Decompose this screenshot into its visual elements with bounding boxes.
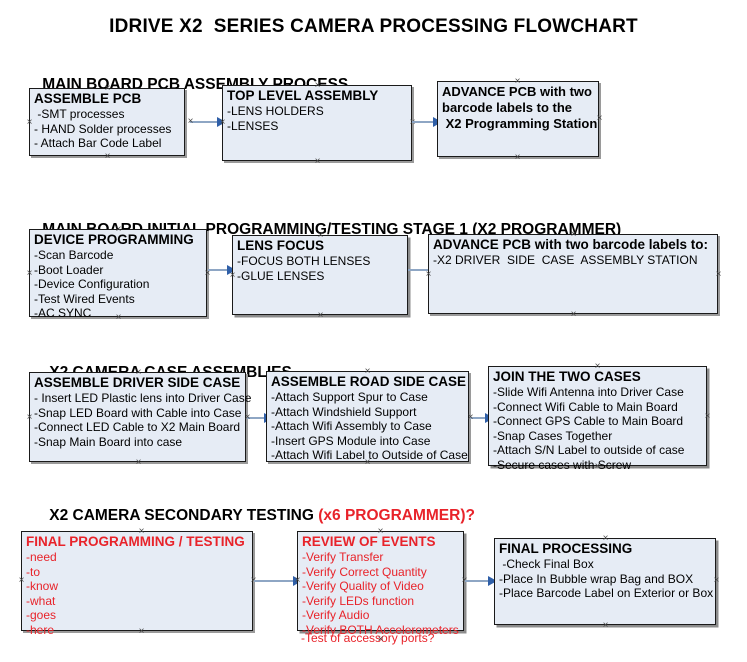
box-line: -Snap Cases Together — [493, 428, 613, 443]
box-assemble-driver-side-case[interactable]: ASSEMBLE DRIVER SIDE CASE - Insert LED P… — [29, 372, 252, 462]
box-line: -Connect LED Cable to X2 Main Board — [34, 420, 241, 434]
section-heading-suffix: (x6 PROGRAMMER)? — [318, 507, 475, 524]
box-line: -SMT processes — [34, 107, 125, 121]
box-line: -Attach Wifi Assembly to Case — [271, 419, 432, 433]
box-line: -goes — [26, 608, 57, 622]
box-line: -to — [26, 564, 41, 579]
box-device-programming[interactable]: DEVICE PROGRAMMING -Scan Barcode -Boot L… — [29, 229, 207, 320]
box-line: -Check Final Box — [499, 557, 594, 571]
box-join-the-two-cases[interactable]: JOIN THE TWO CASES -Slide Wifi Antenna i… — [488, 366, 707, 472]
box-review-of-events[interactable]: REVIEW OF EVENTS -Verify Transfer -Verif… — [297, 531, 464, 637]
box-line: -Insert GPS Module into Case — [271, 433, 431, 448]
box-top-level-assembly[interactable]: TOP LEVEL ASSEMBLY -LENS HOLDERS -LENSES — [222, 85, 412, 161]
box-title: ASSEMBLE PCB — [34, 91, 142, 106]
box-line: -need — [26, 550, 57, 564]
box-line: -GLUE LENSES — [237, 268, 325, 283]
box-lens-focus[interactable]: LENS FOCUS -FOCUS BOTH LENSES -GLUE LENS… — [232, 235, 408, 315]
box-line: -Connect GPS Cable to Main Board — [493, 414, 684, 428]
box-title: JOIN THE TWO CASES — [493, 369, 641, 384]
connector-arrow — [208, 265, 236, 275]
box-line: - Attach Bar Code Label — [34, 136, 162, 150]
box-line: -Scan Barcode — [34, 248, 114, 262]
box-line: - HAND Solder processes — [34, 121, 172, 136]
box-line: X2 Programming Station — [442, 116, 598, 131]
box-line: -Place In Bubble wrap Bag and BOX — [499, 571, 694, 586]
box-line: -Place Barcode Label on Exterior or Box — [499, 586, 714, 600]
box-title: TOP LEVEL ASSEMBLY — [227, 88, 379, 103]
box-assemble-road-side-case[interactable]: ASSEMBLE ROAD SIDE CASE -Attach Support … — [266, 371, 469, 462]
box-title: LENS FOCUS — [237, 238, 325, 253]
section-heading-text: X2 CAMERA SECONDARY TESTING — [49, 507, 319, 524]
box-line: barcode labels to the — [442, 100, 573, 115]
box-line: - Insert LED Plastic lens into Driver Ca… — [34, 391, 252, 405]
box-title: ASSEMBLE ROAD SIDE CASE — [271, 374, 467, 389]
box-title: ADVANCE PCB with two barcode labels to: — [433, 237, 709, 252]
box-title: FINAL PROCESSING — [499, 541, 633, 556]
box-title: DEVICE PROGRAMMING — [34, 232, 194, 247]
box-line: -know — [26, 579, 59, 593]
box-line: -Snap LED Board with Cable into Case — [34, 405, 242, 420]
box-line: -LENSES — [227, 118, 279, 133]
box-line: -X2 DRIVER SIDE CASE ASSEMBLY STATION — [433, 253, 698, 267]
box-line: -Attach S/N Label to outside of case — [493, 443, 685, 457]
connector-arrow — [190, 117, 226, 127]
box-line: -Verify Transfer — [302, 550, 384, 564]
box-line: -Attach Wifi Label to Outside of Case — [271, 448, 468, 462]
box-line: -Snap Main Board into case — [34, 434, 183, 449]
box-line: -Verify LEDs function — [302, 593, 415, 608]
box-title: REVIEW OF EVENTS — [302, 534, 436, 549]
box-line: -Attach Windshield Support — [271, 404, 417, 419]
box-line: -Secure cases with Screw — [493, 457, 632, 472]
box-advance-pcb-programming-station[interactable]: ADVANCE PCB with two barcode labels to t… — [437, 81, 599, 157]
box-line: -FOCUS BOTH LENSES — [237, 254, 371, 268]
box-line: -Verify Audio — [302, 608, 370, 622]
box-line: -Verify Correct Quantity — [302, 564, 427, 579]
box-line: -here — [26, 622, 55, 637]
box-title: FINAL PROGRAMMING / TESTING — [26, 534, 245, 549]
box-line: -Device Configuration — [34, 277, 150, 291]
box-final-programming-testing[interactable]: FINAL PROGRAMMING / TESTING -need -to -k… — [21, 531, 253, 637]
box-line: -AC SYNC — [34, 306, 92, 320]
page-title: IDRIVE X2 SERIES CAMERA PROCESSING FLOWC… — [109, 16, 638, 37]
box-final-processing[interactable]: FINAL PROCESSING -Check Final Box -Place… — [494, 538, 716, 625]
connector-arrow — [465, 576, 497, 586]
box-line: -Slide Wifi Antenna into Driver Case — [493, 385, 684, 399]
box-title: ADVANCE PCB with two — [442, 84, 592, 99]
connector-arrow — [254, 576, 302, 586]
box-title: ASSEMBLE DRIVER SIDE CASE — [34, 375, 241, 390]
box-advance-pcb-driver-side-station[interactable]: ADVANCE PCB with two barcode labels to: … — [428, 234, 718, 314]
box-line: -LENS HOLDERS — [227, 104, 324, 118]
box-line: -Connect Wifi Cable to Main Board — [493, 399, 678, 414]
section-heading-secondary-testing: X2 CAMERA SECONDARY TESTING (x6 PROGRAMM… — [32, 489, 475, 543]
box-line: -Verify BOTH Accelerometers — [302, 622, 459, 637]
box-line: -Boot Loader — [34, 262, 104, 277]
box-assemble-pcb[interactable]: ASSEMBLE PCB -SMT processes - HAND Solde… — [29, 88, 185, 156]
box-overflow-line: -Test of accessory ports? — [301, 631, 435, 645]
box-line: -what — [26, 593, 56, 608]
box-line: -Verify Quality of Video — [302, 579, 424, 593]
box-line: -Test Wired Events — [34, 291, 135, 306]
box-line: -Attach Support Spur to Case — [271, 390, 428, 404]
